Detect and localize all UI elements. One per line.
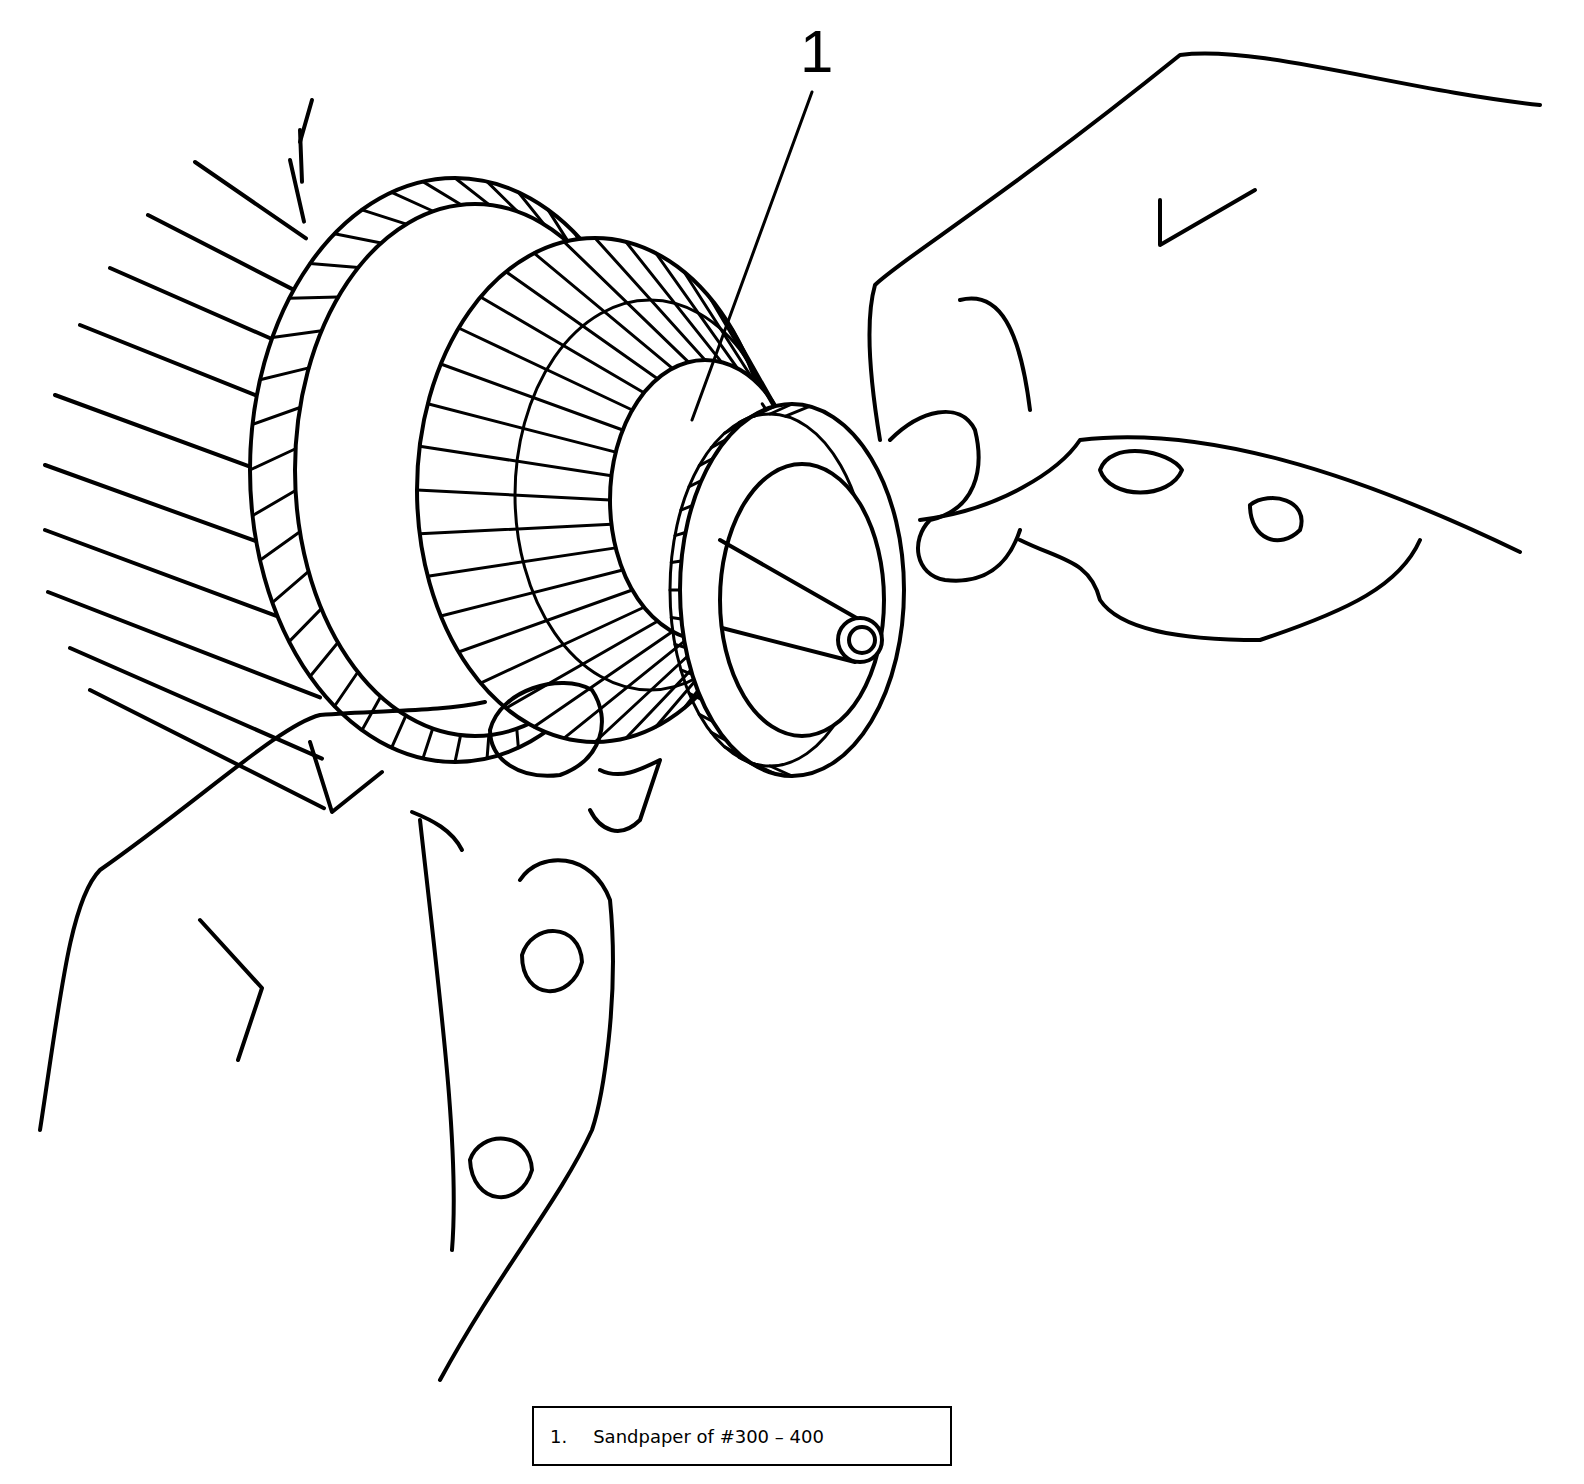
- bearing-roller: [786, 406, 810, 416]
- commutator-segment: [459, 590, 633, 652]
- ring-hatch: [392, 192, 434, 211]
- bearing-outer: [680, 404, 904, 776]
- finger-line: [412, 812, 462, 850]
- commutator-segment: [420, 446, 612, 475]
- line-art: [40, 54, 1540, 1380]
- armature-lamination: [300, 130, 302, 182]
- bearing-roller: [711, 732, 726, 740]
- ring-hatch: [289, 297, 338, 298]
- bearing-roller: [675, 533, 686, 536]
- commutator-segment: [534, 253, 672, 368]
- ring-hatch: [289, 609, 321, 642]
- shaft-end: [838, 618, 882, 662]
- commutator-segment: [481, 607, 644, 683]
- commutator-segment: [420, 524, 612, 533]
- ring-hatch: [548, 210, 569, 244]
- ring-hatch: [335, 234, 382, 243]
- ring-hatch: [455, 178, 489, 205]
- commutator-segment: [417, 490, 610, 500]
- bearing-roller: [671, 561, 681, 563]
- commutator-segment: [428, 404, 616, 452]
- commutator-segment: [428, 548, 616, 576]
- finger-line: [200, 920, 262, 1060]
- finger-line: [1160, 190, 1255, 245]
- bearing-roller: [739, 757, 757, 767]
- bearing-roller: [725, 747, 742, 756]
- bearing-roller: [681, 506, 692, 511]
- ring-hatch: [272, 331, 321, 338]
- commutator-segment: [506, 272, 658, 379]
- ring-hatch: [260, 368, 309, 380]
- ring-hatch: [487, 182, 517, 212]
- armature-lamination: [195, 162, 306, 238]
- bearing-roller: [770, 404, 792, 414]
- callout-number: 1: [800, 22, 833, 82]
- finger-line: [420, 820, 454, 1250]
- armature-lamination: [148, 215, 308, 297]
- ring-hatch: [455, 735, 461, 762]
- bearing-roller: [711, 440, 726, 448]
- part-name: Sandpaper of #300 – 400: [593, 1426, 824, 1447]
- bearing-roller: [699, 714, 713, 721]
- commutator-segment: [564, 242, 688, 362]
- commutator-segment: [441, 570, 623, 616]
- hand-outline: [40, 702, 485, 1130]
- commutator-segment: [731, 328, 777, 410]
- ring-hatch: [250, 449, 296, 470]
- finger-line: [310, 742, 382, 812]
- commutator-segment: [441, 364, 623, 430]
- bearing-roller: [689, 693, 701, 699]
- bearing-roller: [671, 618, 681, 620]
- finger-line: [960, 298, 1030, 410]
- sandpaper-strip: [590, 760, 660, 831]
- ring-hatch: [362, 210, 406, 224]
- bearing-roller: [725, 424, 742, 433]
- ring-hatch: [260, 532, 300, 561]
- ring-hatch: [310, 642, 338, 676]
- fingernail: [1100, 451, 1182, 492]
- bearing-roller: [675, 644, 686, 647]
- bearing-roller: [699, 458, 713, 465]
- bearing-roller: [670, 589, 680, 592]
- ring-hatch: [310, 264, 358, 268]
- ring-hatch: [392, 716, 406, 748]
- ring-hatch: [253, 408, 301, 425]
- commutator-segment: [506, 621, 658, 708]
- bearing-roller: [681, 670, 692, 675]
- shaft-center: [849, 627, 875, 653]
- ring-hatch: [487, 735, 489, 758]
- ring-hatch: [335, 672, 358, 706]
- ring-hatch: [518, 192, 544, 224]
- commutator-segment: [684, 272, 753, 379]
- legend-box: 1. Sandpaper of #300 – 400: [532, 1406, 952, 1466]
- fingernail: [1250, 498, 1302, 540]
- ring-hatch: [423, 729, 433, 759]
- finger-line: [920, 437, 1520, 552]
- thumb: [490, 683, 602, 776]
- ring-hatch: [517, 729, 519, 748]
- hand-outline: [870, 54, 1540, 440]
- finger-line: [1020, 540, 1420, 640]
- finger-line: [440, 860, 613, 1380]
- leader-line: [692, 92, 812, 420]
- ring-hatch: [253, 490, 296, 515]
- bearing-roller: [689, 481, 701, 487]
- armature-lamination: [290, 160, 304, 222]
- commutator-segment: [626, 242, 722, 362]
- fingernail: [470, 1139, 532, 1198]
- bearing-inner: [720, 464, 884, 736]
- item-number: 1.: [550, 1426, 567, 1447]
- fingernail: [522, 931, 582, 991]
- commutator-segment: [656, 253, 738, 368]
- ring-hatch: [423, 182, 461, 205]
- ring-hatch: [272, 571, 308, 602]
